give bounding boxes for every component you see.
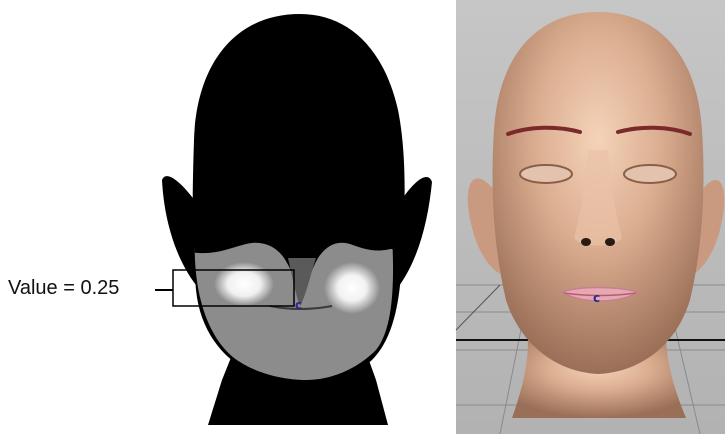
rendered-center-marker: c — [593, 291, 600, 305]
rendered-head-panel: c — [456, 0, 725, 434]
weight-map-cheek-right — [324, 262, 380, 314]
weight-map-cheek-left — [214, 262, 274, 306]
rendered-right-eye — [624, 165, 676, 183]
rendered-left-nostril — [581, 238, 591, 246]
weight-map-panel: c — [155, 14, 432, 425]
rendered-left-eye — [520, 165, 572, 183]
value-label: Value = 0.25 — [8, 277, 119, 299]
rendered-right-nostril — [605, 238, 615, 246]
weight-map-center-marker: c — [295, 298, 302, 312]
